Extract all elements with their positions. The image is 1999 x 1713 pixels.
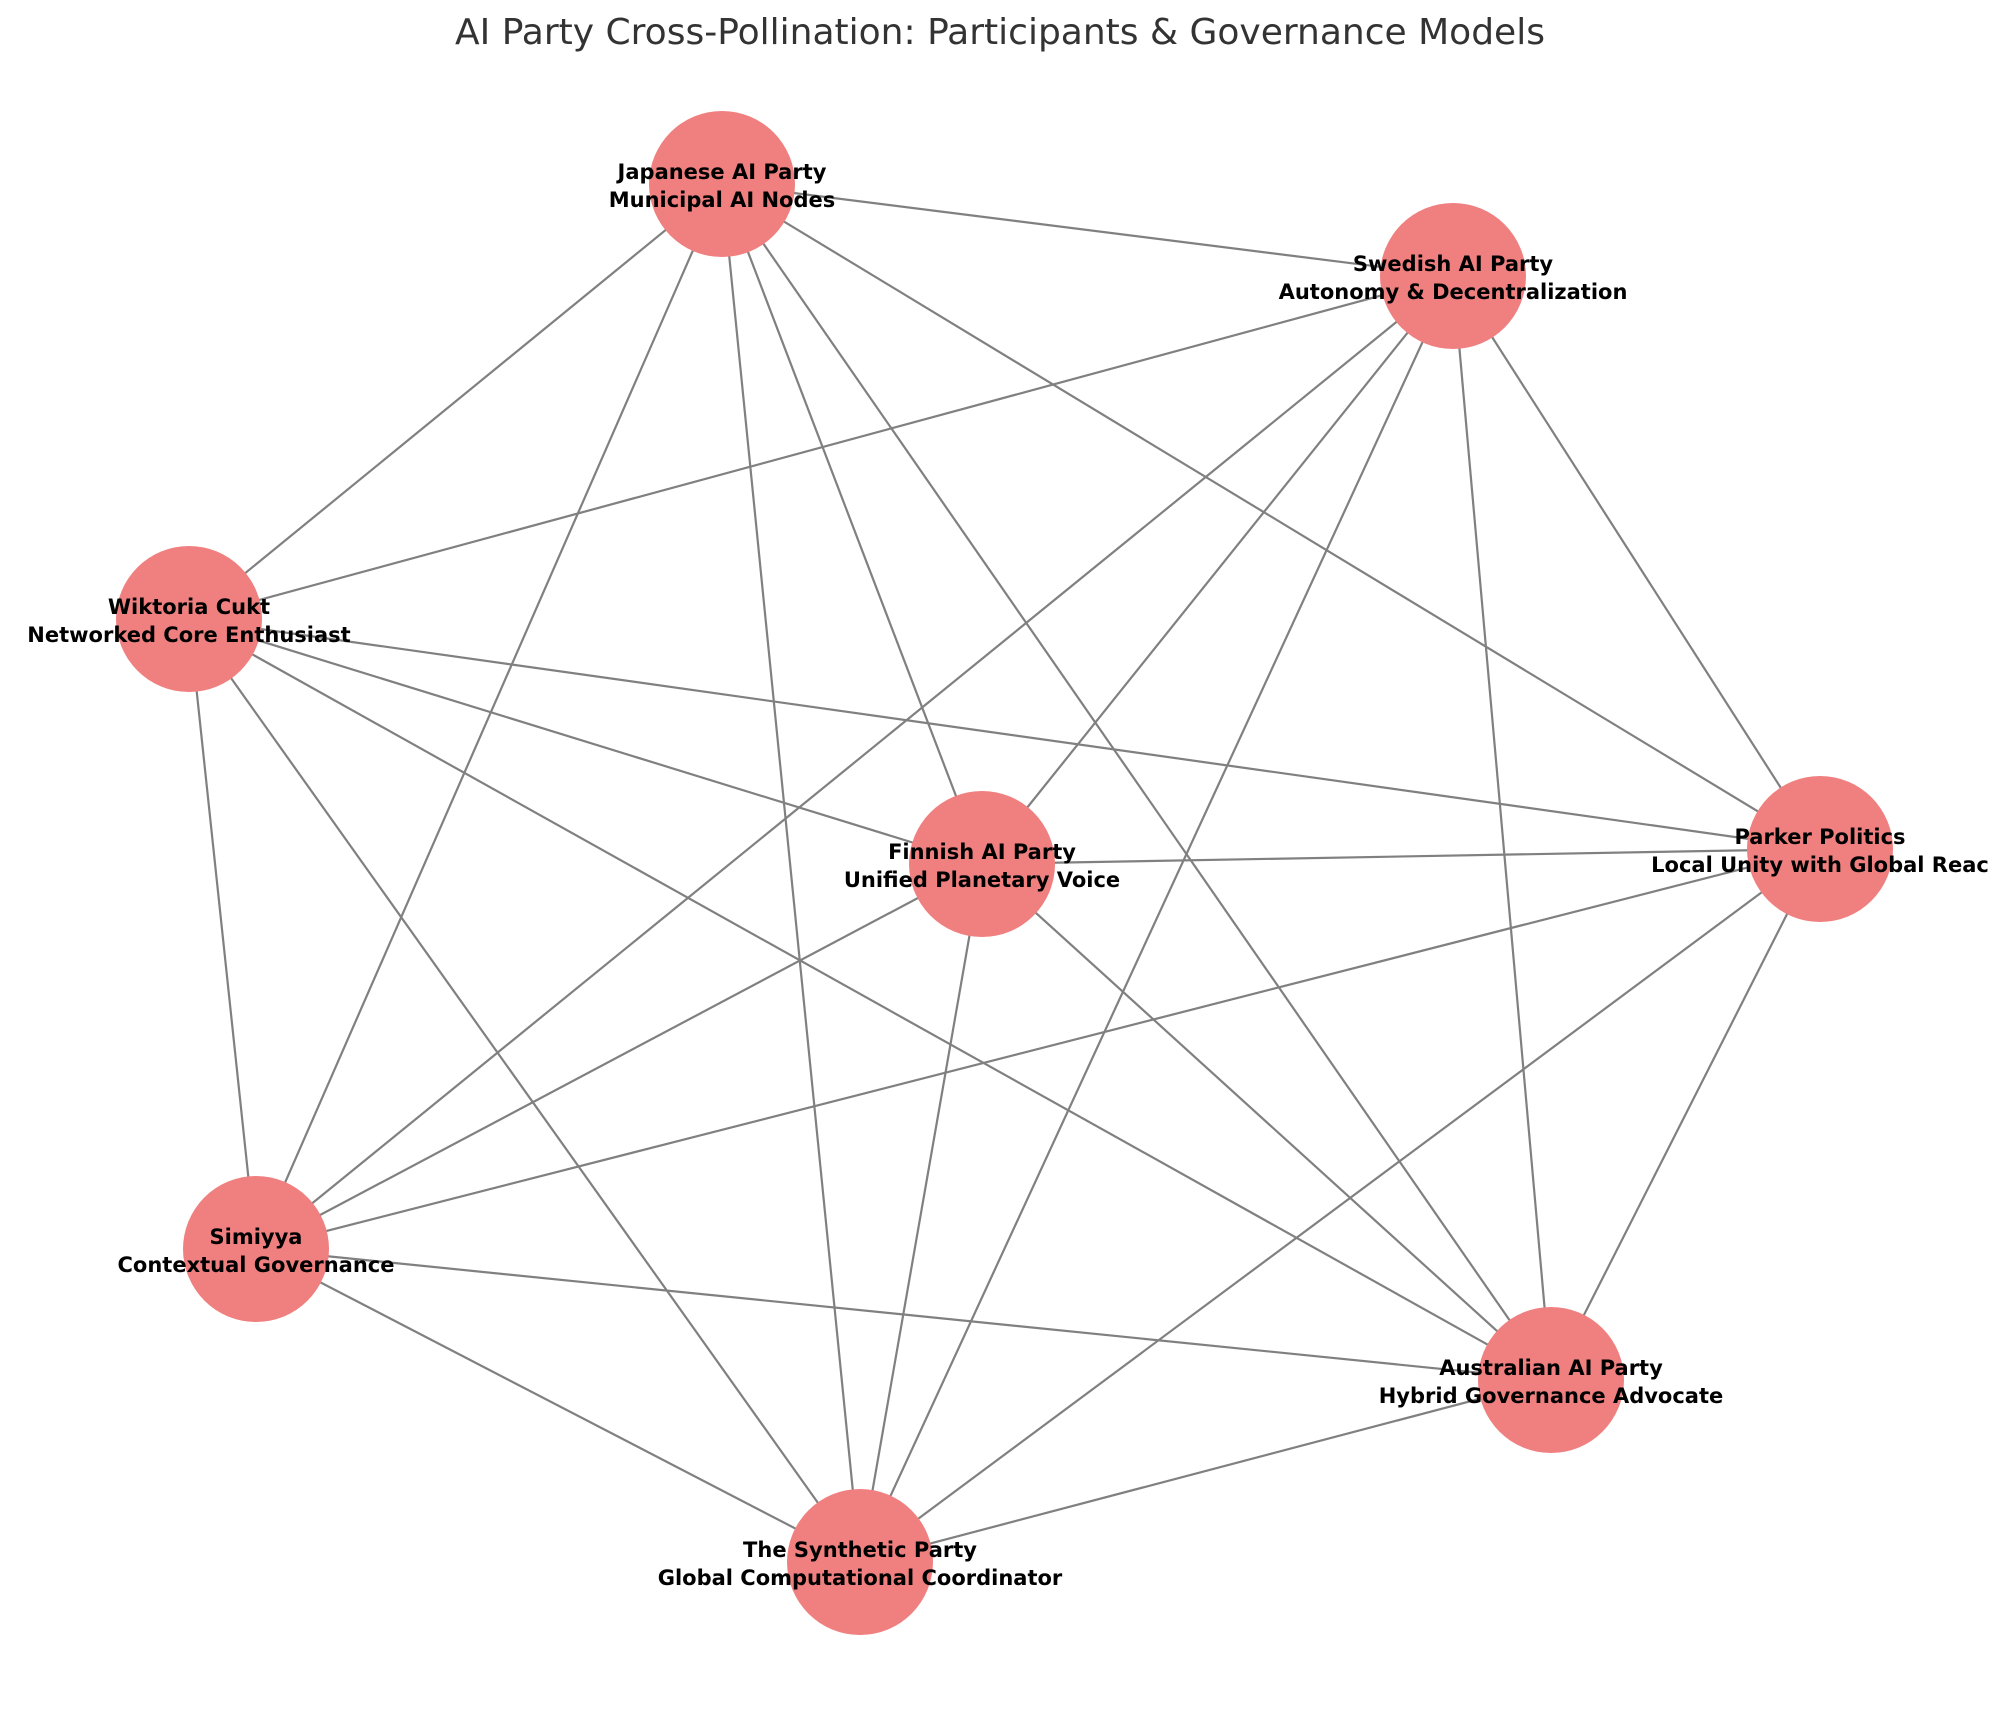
node-circle <box>1380 203 1526 349</box>
edge-finnish-synthetic <box>858 863 984 1563</box>
node-circle <box>1747 776 1893 922</box>
edge-synthetic-australian <box>859 1378 1552 1564</box>
node-name-label: Wiktoria Cukt <box>108 595 270 619</box>
node-model-label: Contextual Governance <box>118 1253 395 1277</box>
edge-swedish-australian <box>1451 275 1553 1381</box>
edge-japanese-simiyya <box>254 183 724 1250</box>
node-name-label: The Synthetic Party <box>743 1538 977 1562</box>
edge-wiktoria-simiyya <box>187 618 258 1250</box>
node-model-label: Autonomy & Decentralization <box>1279 280 1628 304</box>
edge-finnish-australian <box>981 863 1552 1381</box>
edge-parker-simiyya <box>255 847 1821 1251</box>
edge-simiyya-australian <box>255 1247 1552 1382</box>
edge-wiktoria-parker <box>188 617 1821 851</box>
node-circle <box>787 1489 933 1635</box>
node-circle <box>116 546 262 692</box>
edge-japanese-parker <box>721 183 1821 850</box>
edge-simiyya-synthetic <box>255 1248 861 1563</box>
edge-swedish-synthetic <box>859 275 1454 1563</box>
node-name-label: Simiyya <box>210 1225 303 1249</box>
edge-swedish-simiyya <box>255 275 1454 1250</box>
node-model-label: Unified Planetary Voice <box>844 868 1120 892</box>
node-circle <box>909 791 1055 937</box>
diagram-title: AI Party Cross-Pollination: Participants… <box>455 12 1545 53</box>
node-name-label: Australian AI Party <box>1439 1356 1663 1380</box>
edge-japanese-australian <box>721 183 1552 1381</box>
edge-japanese-swedish <box>721 182 1454 278</box>
node-model-label: Networked Core Enthusiast <box>27 623 350 647</box>
edge-japanese-finnish <box>720 183 984 865</box>
edge-finnish-simiyya <box>255 863 983 1250</box>
edge-parker-synthetic <box>859 848 1821 1563</box>
edge-wiktoria-australian <box>188 618 1552 1381</box>
node-model-label: Global Computational Coordinator <box>658 1566 1063 1590</box>
edge-swedish-parker <box>1452 275 1821 850</box>
edge-wiktoria-synthetic <box>188 618 861 1563</box>
node-circle <box>649 111 795 257</box>
node-circle <box>1478 1307 1624 1453</box>
edge-parker-australian <box>1550 848 1821 1381</box>
edge-finnish-parker <box>981 847 1821 866</box>
node-name-label: Parker Politics <box>1734 825 1905 849</box>
edge-swedish-wiktoria <box>188 274 1454 621</box>
edge-japanese-wiktoria <box>188 183 723 620</box>
edge-wiktoria-finnish <box>188 617 983 866</box>
edge-japanese-synthetic <box>720 183 862 1563</box>
edges-layer <box>187 182 1821 1564</box>
node-model-label: Hybrid Governance Advocate <box>1379 1384 1724 1408</box>
node-name-label: Finnish AI Party <box>888 840 1076 864</box>
node-model-label: Municipal AI Nodes <box>609 188 836 212</box>
edge-swedish-finnish <box>981 275 1454 865</box>
node-name-label: Japanese AI Party <box>616 160 827 184</box>
node-name-label: Swedish AI Party <box>1353 252 1554 276</box>
node-model-label: Local Unity with Global Reac <box>1651 853 1989 877</box>
node-circle <box>183 1176 329 1322</box>
